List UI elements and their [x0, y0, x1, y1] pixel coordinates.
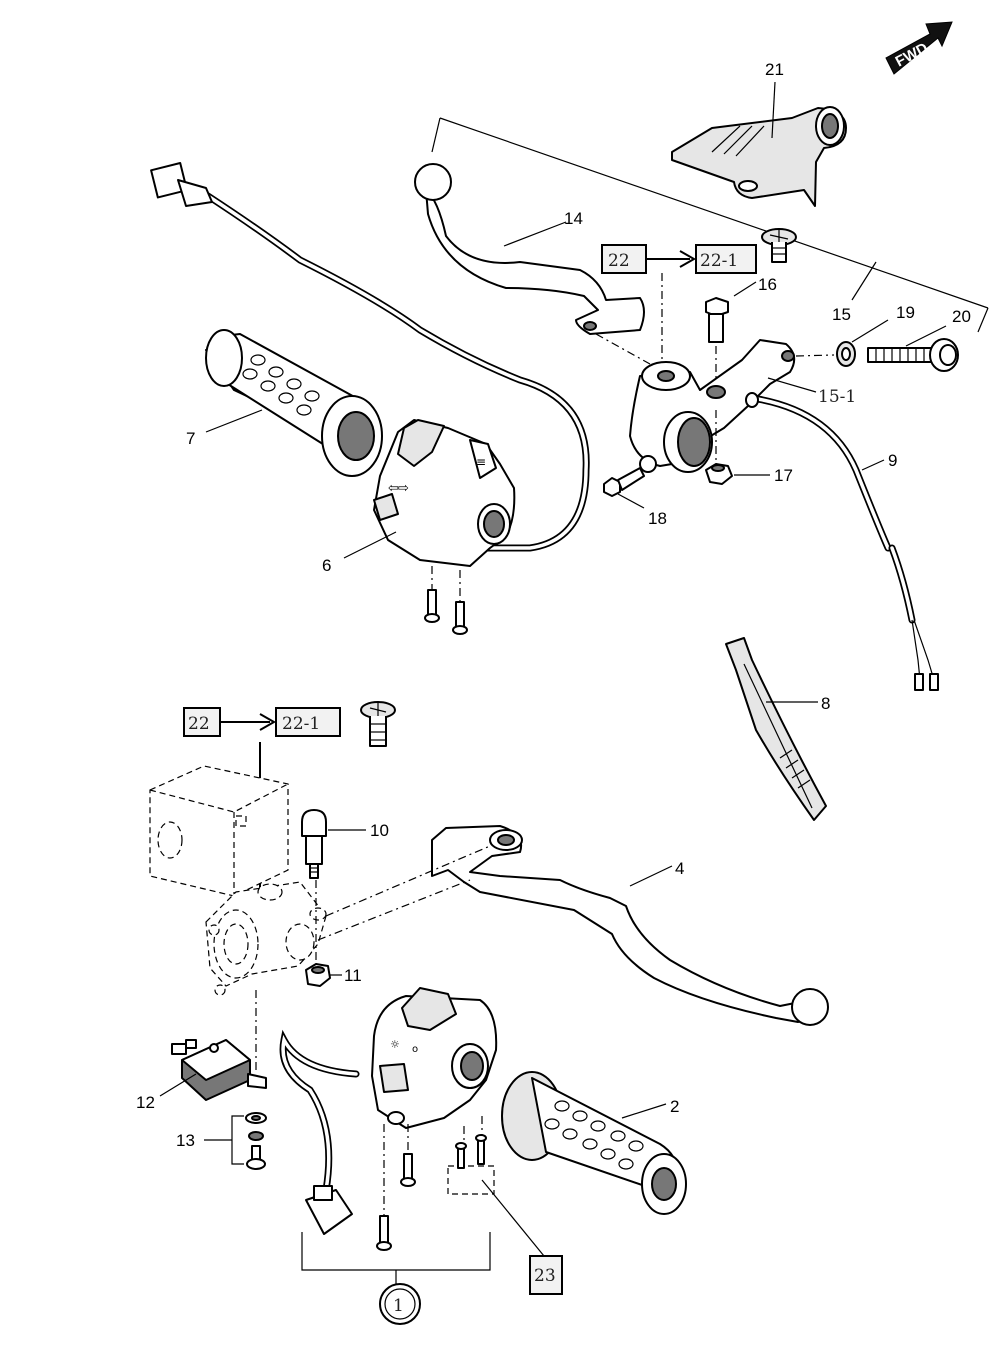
callout-4: 4 [675, 859, 684, 878]
circled-ref-1: 1 [393, 1296, 404, 1316]
part-10-pivot-bolt [301, 809, 327, 879]
part-16-bolt [705, 297, 729, 343]
ref-22-1-lower: 22-1 [282, 714, 320, 734]
part-19-locknut [836, 341, 856, 367]
callout-6: 6 [322, 556, 331, 575]
svg-text:o: o [412, 1044, 418, 1055]
part-2-right-grip [501, 1071, 687, 1215]
screw-22-1-lower-icon [360, 701, 396, 747]
part-6-left-handlebar-switch: ⇦ ⇨ ≡ [150, 162, 590, 635]
callout-8: 8 [821, 694, 830, 713]
ref-23: 23 [534, 1266, 556, 1286]
fwd-arrow-icon: FWD [885, 21, 953, 75]
svg-text:⇨: ⇨ [398, 481, 409, 496]
ref-22-1-upper: 22-1 [700, 251, 738, 271]
ref-box-22-1-upper [695, 244, 757, 274]
callout-19: 19 [896, 303, 915, 322]
callout-18: 18 [648, 509, 667, 528]
master-cylinder-phantom [149, 765, 327, 996]
part-7-left-grip [205, 329, 383, 477]
part-18-bolt [603, 467, 645, 497]
callout-7: 7 [186, 429, 195, 448]
part-20-adjuster-bolt [867, 338, 959, 372]
part-21-lever-cover [671, 106, 847, 207]
callout-2: 2 [670, 1097, 679, 1116]
part-4-brake-lever [431, 825, 829, 1026]
callout-9: 9 [888, 451, 897, 470]
part-14-lever [414, 163, 645, 335]
screw-22-1-upper-icon [761, 228, 797, 263]
ref-box-23 [529, 1255, 563, 1295]
callout-20: 20 [952, 307, 971, 326]
ref-box-22-1-lower [275, 707, 341, 737]
svg-text:☼: ☼ [390, 1038, 400, 1051]
right-handlebar-switch-assembly: ☼ o [279, 987, 498, 1251]
part-13-screw-set [245, 1112, 267, 1170]
part-9-switch-cable [745, 392, 939, 691]
ref-22-lower: 22 [188, 714, 210, 734]
callout-10: 10 [370, 821, 389, 840]
part-8-cable-band [725, 637, 827, 821]
callout-15-1: 15-1 [818, 387, 856, 407]
part-12-brake-switch [171, 1039, 267, 1101]
svg-text:⇦: ⇦ [388, 481, 399, 496]
part-17-nut [705, 463, 733, 485]
ref-box-22-lower [183, 707, 221, 737]
part-15-1-lever-holder [629, 339, 796, 473]
callout-15: 15 [832, 305, 851, 324]
callout-13: 13 [176, 1131, 195, 1150]
callout-21: 21 [765, 60, 784, 79]
callout-12: 12 [136, 1093, 155, 1112]
ref-22-upper: 22 [608, 251, 630, 271]
svg-text:≡: ≡ [476, 455, 486, 469]
callout-14: 14 [564, 209, 583, 228]
part-11-nut [305, 963, 331, 987]
callout-16: 16 [758, 275, 777, 294]
callout-17: 17 [774, 466, 793, 485]
callout-11: 11 [344, 966, 362, 985]
ref-box-22-upper [601, 244, 647, 274]
